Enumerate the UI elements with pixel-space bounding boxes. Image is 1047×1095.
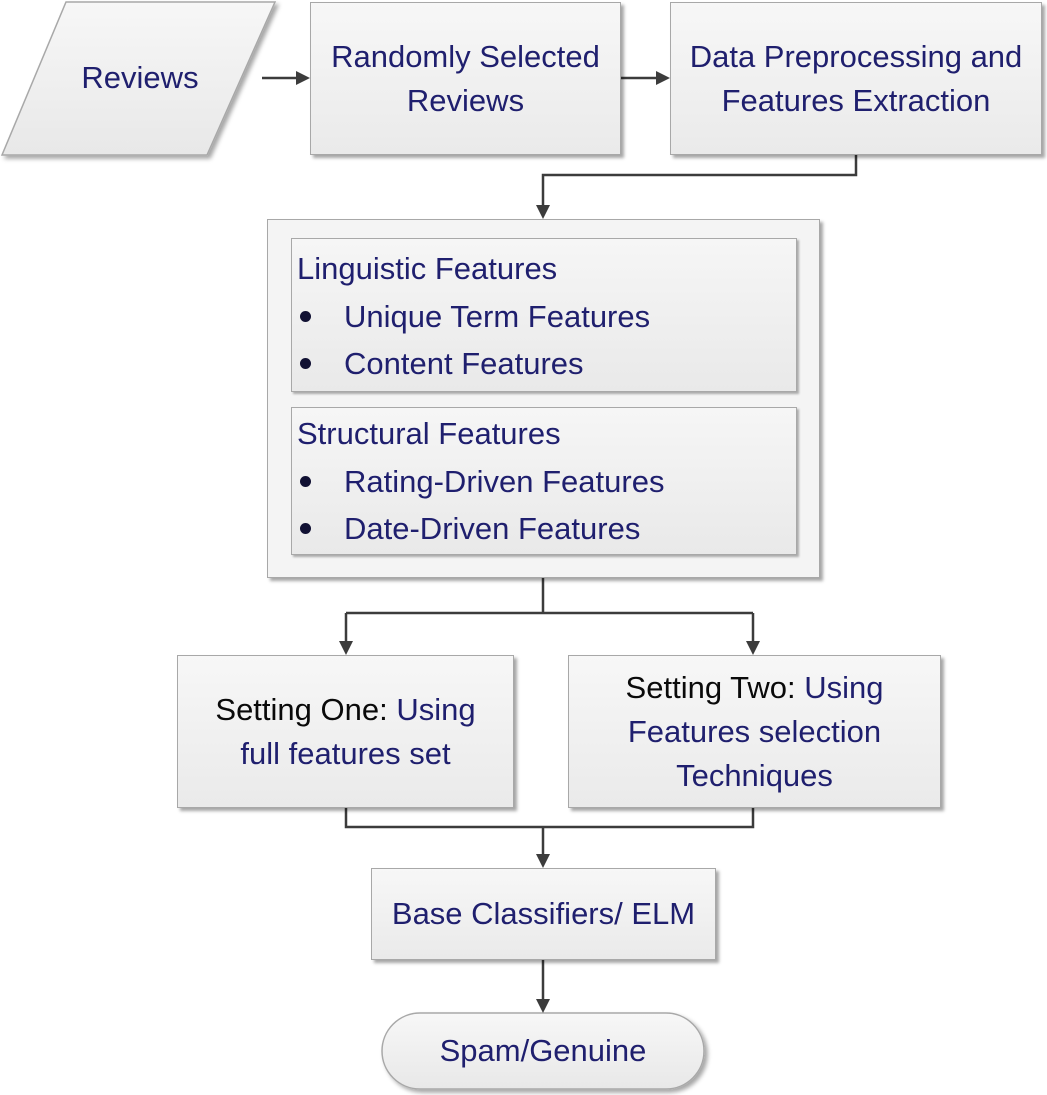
setting-one-line1-rest: Using	[387, 691, 476, 727]
structural-features-title: Structural Features	[297, 416, 561, 451]
preprocessing-node: Data Preprocessing and Features Extracti…	[670, 2, 1042, 155]
bullet-icon	[300, 358, 311, 369]
list-item-label: Content Features	[344, 346, 584, 381]
structural-features-box: Structural Features Rating-Driven Featur…	[291, 407, 797, 555]
randomly-selected-line2: Reviews	[406, 82, 525, 118]
preprocessing-line2: Features Extraction	[721, 82, 991, 118]
setting-one-prefix: Setting One:	[215, 691, 388, 727]
randomly-selected-line1: Randomly Selected	[331, 38, 600, 74]
setting-two-node: Setting Two: Using Features selection Te…	[568, 655, 941, 808]
list-item-label: Rating-Driven Features	[344, 464, 665, 499]
linguistic-features-title: Linguistic Features	[297, 251, 558, 286]
base-classifiers-node: Base Classifiers/ ELM	[371, 868, 716, 960]
reviews-label: Reviews	[81, 60, 199, 95]
list-item-label: Unique Term Features	[344, 299, 651, 334]
output-label: Spam/Genuine	[439, 1033, 647, 1068]
list-item: Content Features	[292, 340, 650, 387]
setting-one-line2: full features set	[240, 735, 451, 771]
setting-two-line1: Setting Two: Using	[626, 666, 884, 710]
output-node: Spam/Genuine	[382, 1013, 704, 1089]
list-item: Date-Driven Features	[292, 505, 664, 552]
linguistic-features-box: Linguistic Features Unique Term Features…	[291, 238, 797, 392]
base-classifiers-label: Base Classifiers/ ELM	[391, 896, 696, 931]
randomly-selected-node: Randomly Selected Reviews	[310, 2, 621, 155]
setting-two-prefix: Setting Two:	[625, 669, 796, 705]
bullet-icon	[300, 311, 311, 322]
structural-features-list: Rating-Driven Features Date-Driven Featu…	[292, 458, 664, 552]
list-item-label: Date-Driven Features	[344, 511, 641, 546]
setting-one-node: Setting One: Using full features set	[177, 655, 514, 808]
linguistic-features-list: Unique Term Features Content Features	[292, 293, 650, 387]
setting-two-line1-rest: Using	[795, 669, 884, 705]
setting-two-line2: Features selection	[627, 713, 882, 749]
setting-two-line3: Techniques	[676, 757, 833, 793]
reviews-shape	[0, 1, 277, 156]
list-item: Unique Term Features	[292, 293, 650, 340]
list-item: Rating-Driven Features	[292, 458, 664, 505]
setting-one-line1: Setting One: Using	[215, 688, 475, 732]
bullet-icon	[300, 476, 311, 487]
features-panel: Linguistic Features Unique Term Features…	[267, 219, 820, 578]
reviews-node: Reviews	[40, 50, 240, 106]
bullet-icon	[300, 523, 311, 534]
preprocessing-line1: Data Preprocessing and	[689, 38, 1023, 74]
